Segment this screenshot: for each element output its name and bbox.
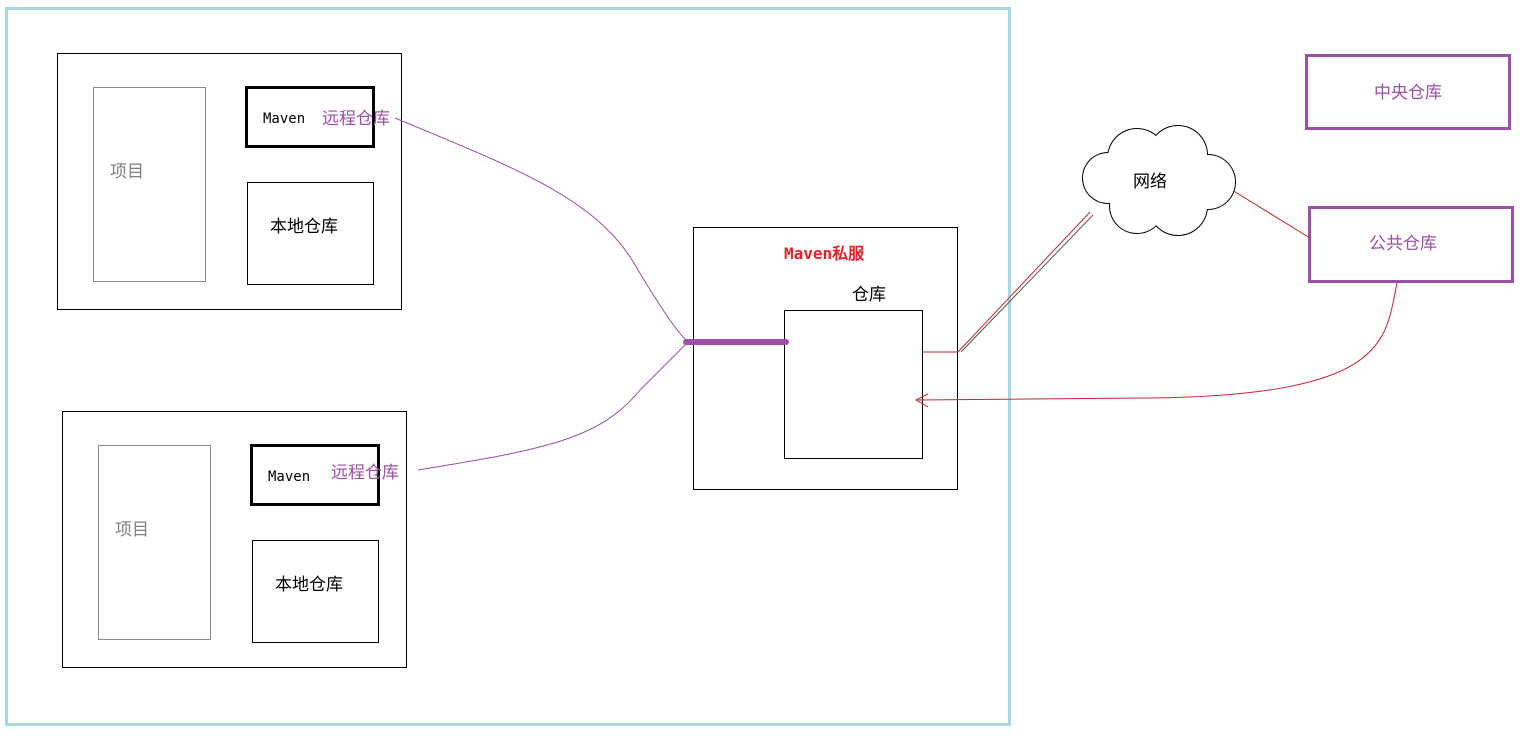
client-1-local-repo-label: 本地仓库 (270, 217, 338, 237)
client-2-local-repo-box (252, 540, 379, 643)
client-2 (62, 411, 407, 668)
client-1-remote-repo-label: 远程仓库 (322, 109, 390, 129)
network-cloud-icon (1082, 125, 1236, 236)
client-2-maven-box (250, 444, 380, 506)
return-arrowhead (914, 393, 929, 408)
private-server-title: Maven私服 (784, 244, 865, 263)
network-public-link (1231, 189, 1311, 239)
server-network-link-a (957, 211, 1091, 353)
private-server-repo-label: 仓库 (852, 285, 886, 305)
private-server-box (693, 227, 958, 490)
server-network-link-b (960, 214, 1094, 353)
client-1-project-label: 项目 (110, 162, 144, 182)
client-1-local-repo-box (247, 182, 374, 285)
client-2-local-repo-label: 本地仓库 (275, 575, 343, 595)
network-label: 网络 (1133, 172, 1167, 192)
client-1-maven-box (245, 86, 375, 148)
client-1 (57, 53, 402, 310)
local-network-frame (5, 7, 1011, 726)
public-return-link (917, 282, 1398, 401)
central-repo-label: 中央仓库 (1374, 83, 1442, 103)
client-2-project-label: 项目 (115, 520, 149, 540)
public-repo-box (1308, 206, 1514, 283)
client-1-link (394, 117, 689, 343)
client-1-maven-label: Maven (263, 111, 306, 127)
public-repo-label: 公共仓库 (1369, 234, 1437, 254)
client-2-link (417, 341, 689, 471)
client-1-project-box (93, 87, 206, 282)
central-repo-box (1305, 54, 1511, 130)
private-server-repo-box (784, 310, 923, 459)
client-2-project-box (98, 445, 211, 640)
client-2-remote-repo-label: 远程仓库 (331, 463, 399, 483)
client-2-maven-label: Maven (268, 469, 311, 485)
